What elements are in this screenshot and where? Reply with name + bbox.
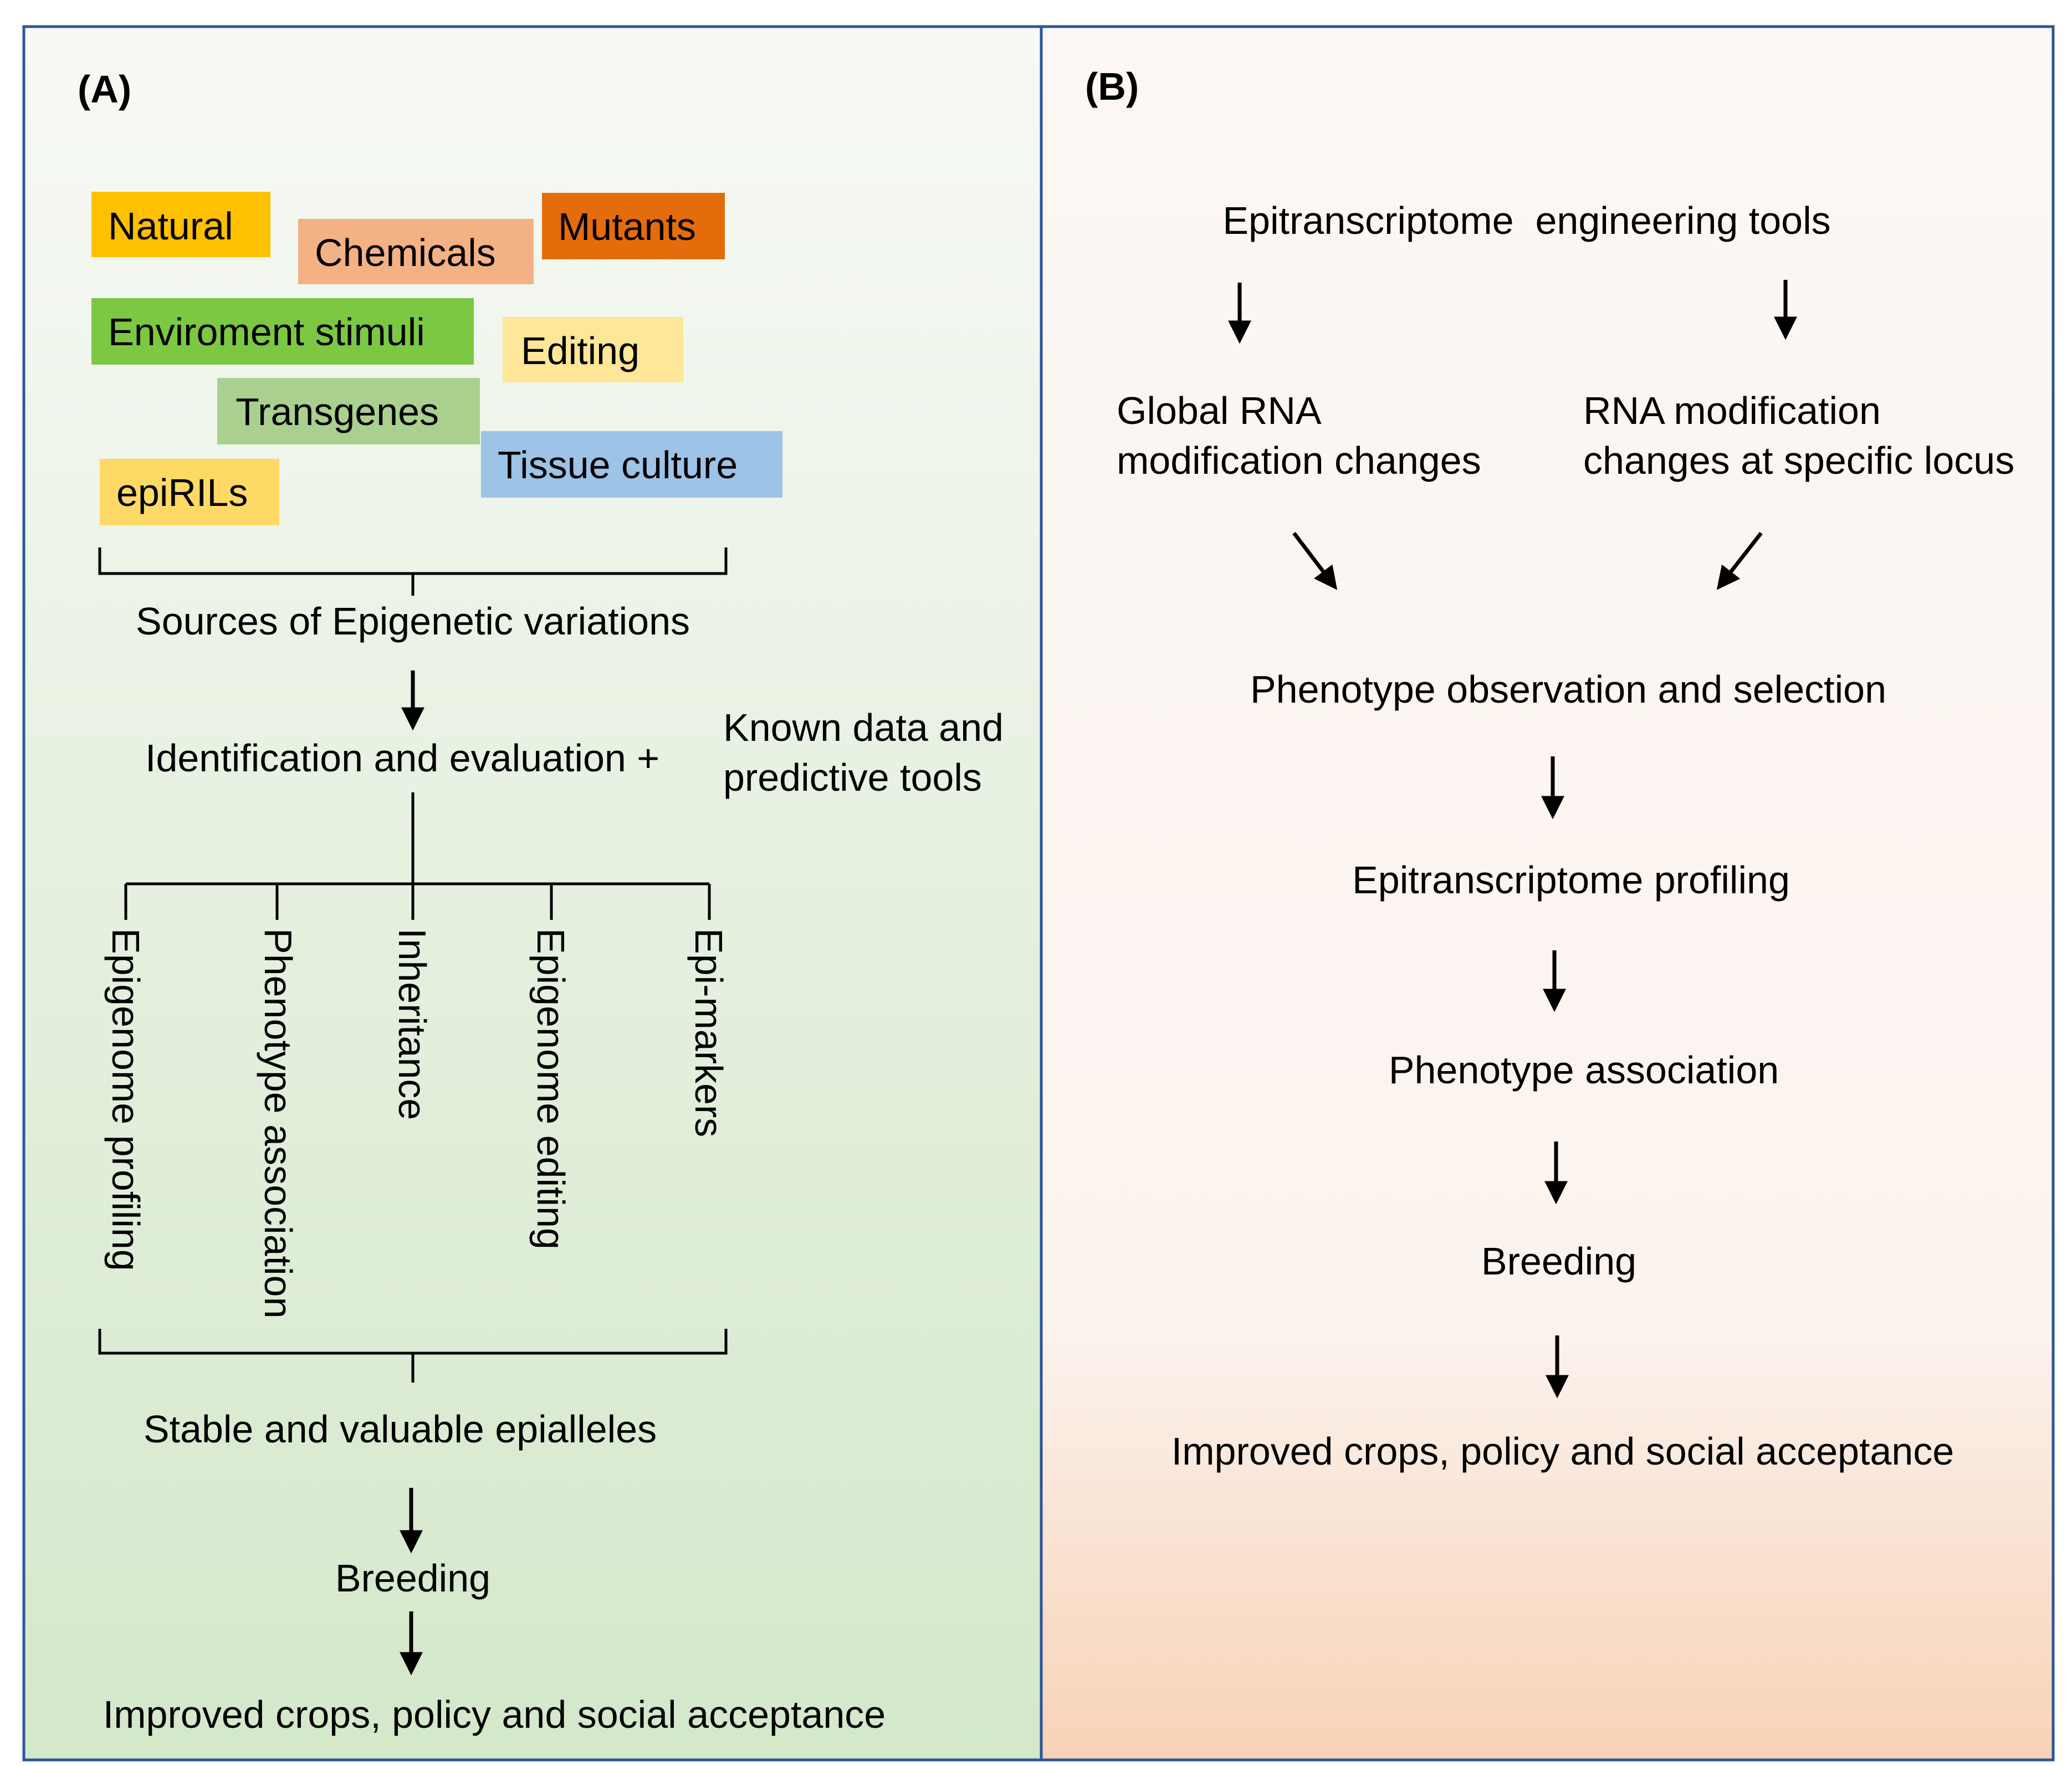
- source-box-natural-bg: [91, 192, 270, 257]
- source-box-editing-bg: [503, 317, 683, 382]
- source-label-chemicals: Chemicals: [315, 231, 496, 274]
- epitranscriptome-profiling-text: Epitranscriptome profiling: [1352, 858, 1790, 902]
- branches-brace: [98, 1329, 728, 1383]
- source-label-epirils: epiRILs: [116, 471, 248, 514]
- source-box-environment-bg: [91, 298, 474, 365]
- sources-caption: Sources of Epigenetic variations: [136, 600, 690, 643]
- branch-phenotype-association: Phenotype association: [257, 928, 300, 1318]
- source-label-editing: Editing: [521, 329, 639, 372]
- sources-brace: [98, 547, 728, 596]
- panel-b-improved-crops: Improved crops, policy and social accept…: [1171, 1430, 1954, 1473]
- source-box-natural: Natural: [91, 192, 270, 257]
- panel-a-label: (A): [78, 68, 131, 111]
- arrow-specific-to-phenotype: [1716, 531, 1763, 590]
- source-box-mutants-bg: [542, 193, 725, 259]
- known-data-line-1: Known data and: [723, 706, 1004, 749]
- branch-epigenome-editing: Epigenome editing: [529, 928, 572, 1250]
- source-label-environment-stimuli: Enviroment stimuli: [108, 310, 425, 354]
- specific-locus-line-2: changes at specific locus: [1583, 439, 2014, 482]
- source-label-mutants: Mutants: [558, 205, 696, 248]
- specific-locus-line-1: RNA modification: [1583, 389, 1881, 432]
- source-box-tissue-culture: Tissue culture: [481, 431, 782, 498]
- source-box-chemicals: Chemicals: [298, 219, 534, 284]
- source-box-epirils: epiRILs: [100, 459, 279, 525]
- source-box-editing: Editing: [503, 317, 683, 382]
- source-box-transgenes-bg: [217, 378, 480, 444]
- source-box-epirils-bg: [100, 459, 279, 525]
- panel-b-breeding: Breeding: [1481, 1240, 1636, 1283]
- source-label-natural: Natural: [108, 204, 233, 248]
- source-box-transgenes: Transgenes: [217, 378, 480, 444]
- branch-epigenome-profiling: Epigenome profiling: [104, 928, 147, 1271]
- phenotype-association-text: Phenotype association: [1389, 1048, 1779, 1092]
- engineering-tools-text: Epitranscriptome engineering tools: [1222, 199, 1830, 242]
- global-rna-line-2: modification changes: [1117, 439, 1481, 482]
- branch-epi-markers: Epi-markers: [687, 928, 730, 1137]
- stable-epialleles-text: Stable and valuable epialleles: [144, 1407, 657, 1451]
- identification-text: Identification and evaluation +: [145, 736, 659, 780]
- source-box-tissue-culture-bg: [481, 431, 782, 498]
- source-box-chemicals-bg: [298, 219, 534, 284]
- global-rna-line-1: Global RNA: [1117, 389, 1322, 432]
- known-data-line-2: predictive tools: [723, 756, 982, 799]
- panel-a-breeding: Breeding: [335, 1557, 490, 1600]
- branch-inheritance: Inheritance: [391, 928, 434, 1120]
- panel-b-label: (B): [1085, 65, 1139, 108]
- phenotype-selection-text: Phenotype observation and selection: [1250, 668, 1886, 711]
- panel-a-background: [22, 25, 1043, 1762]
- panel-a-improved-crops: Improved crops, policy and social accept…: [103, 1693, 886, 1736]
- arrow-global-to-phenotype: [1292, 531, 1338, 590]
- source-label-transgenes: Transgenes: [236, 390, 439, 433]
- panel-b-background: [1040, 25, 2055, 1762]
- source-box-environment-stimuli: Enviroment stimuli: [91, 298, 474, 365]
- source-box-mutants: Mutants: [542, 193, 725, 259]
- source-label-tissue-culture: Tissue culture: [498, 443, 738, 487]
